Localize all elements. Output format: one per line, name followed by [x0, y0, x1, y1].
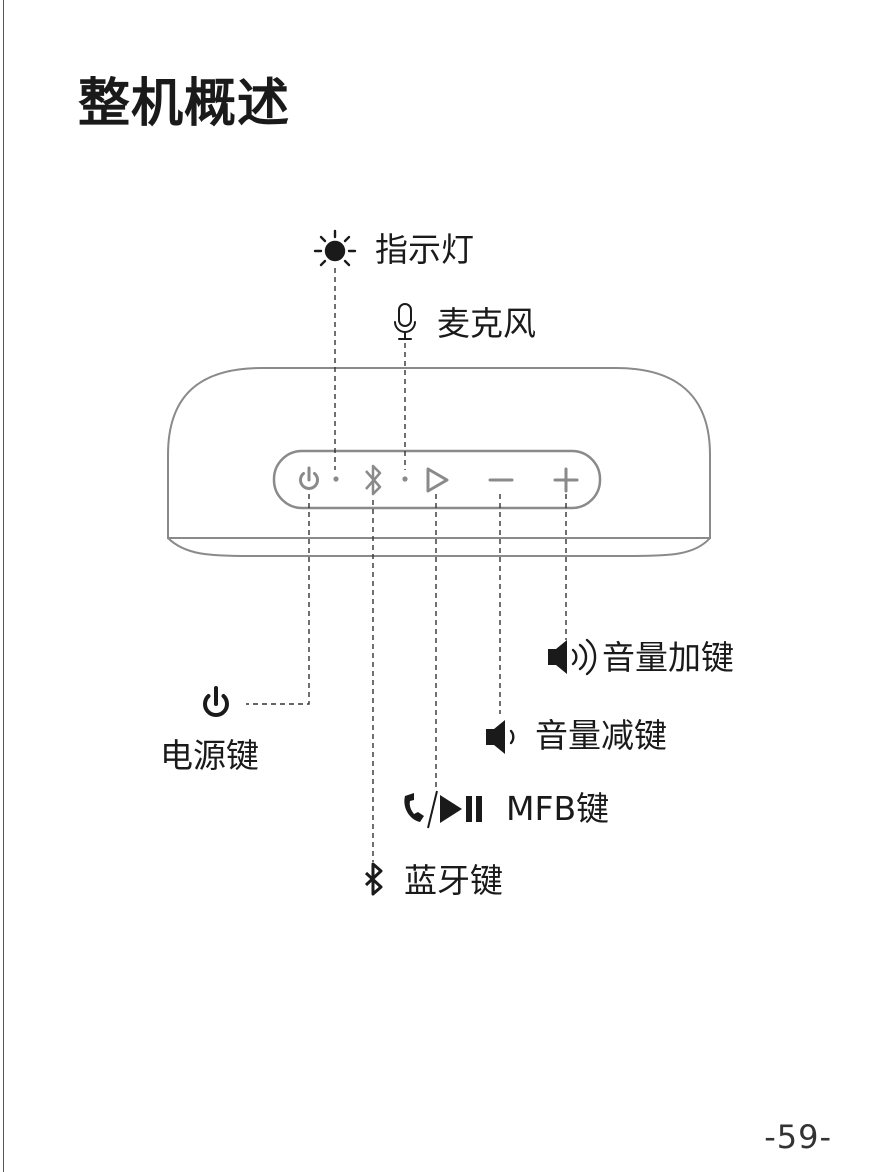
microphone-icon — [395, 304, 415, 339]
speaker-loud-icon — [548, 640, 595, 674]
slash-separator — [428, 791, 437, 828]
panel-indicator-dot — [333, 476, 338, 481]
panel-microphone-dot — [402, 476, 407, 481]
power-leader-line — [246, 494, 309, 704]
panel-bluetooth-icon — [366, 466, 380, 494]
panel-power-icon — [301, 468, 318, 488]
play-pause-icon — [440, 795, 482, 823]
speaker-quiet-icon — [486, 720, 513, 754]
volume-up-key-label: 音量加键 — [602, 641, 734, 674]
volume-down-key-label: 音量减键 — [535, 719, 667, 752]
panel-play-icon — [428, 469, 447, 491]
mfb-key-label: MFB键 — [506, 792, 609, 825]
panel-plus-icon — [555, 469, 577, 491]
bluetooth-icon — [366, 864, 381, 894]
phone-icon — [404, 793, 424, 822]
power-icon — [205, 688, 227, 715]
control-panel — [274, 451, 600, 508]
power-key-label: 电源键 — [160, 739, 259, 772]
sun-indicator-icon — [315, 231, 355, 265]
bluetooth-key-label: 蓝牙键 — [404, 864, 503, 897]
speaker-body — [168, 368, 710, 556]
page-number: -59- — [764, 1118, 832, 1156]
indicator-light-label: 指示灯 — [375, 233, 474, 266]
microphone-label: 麦克风 — [437, 307, 536, 340]
